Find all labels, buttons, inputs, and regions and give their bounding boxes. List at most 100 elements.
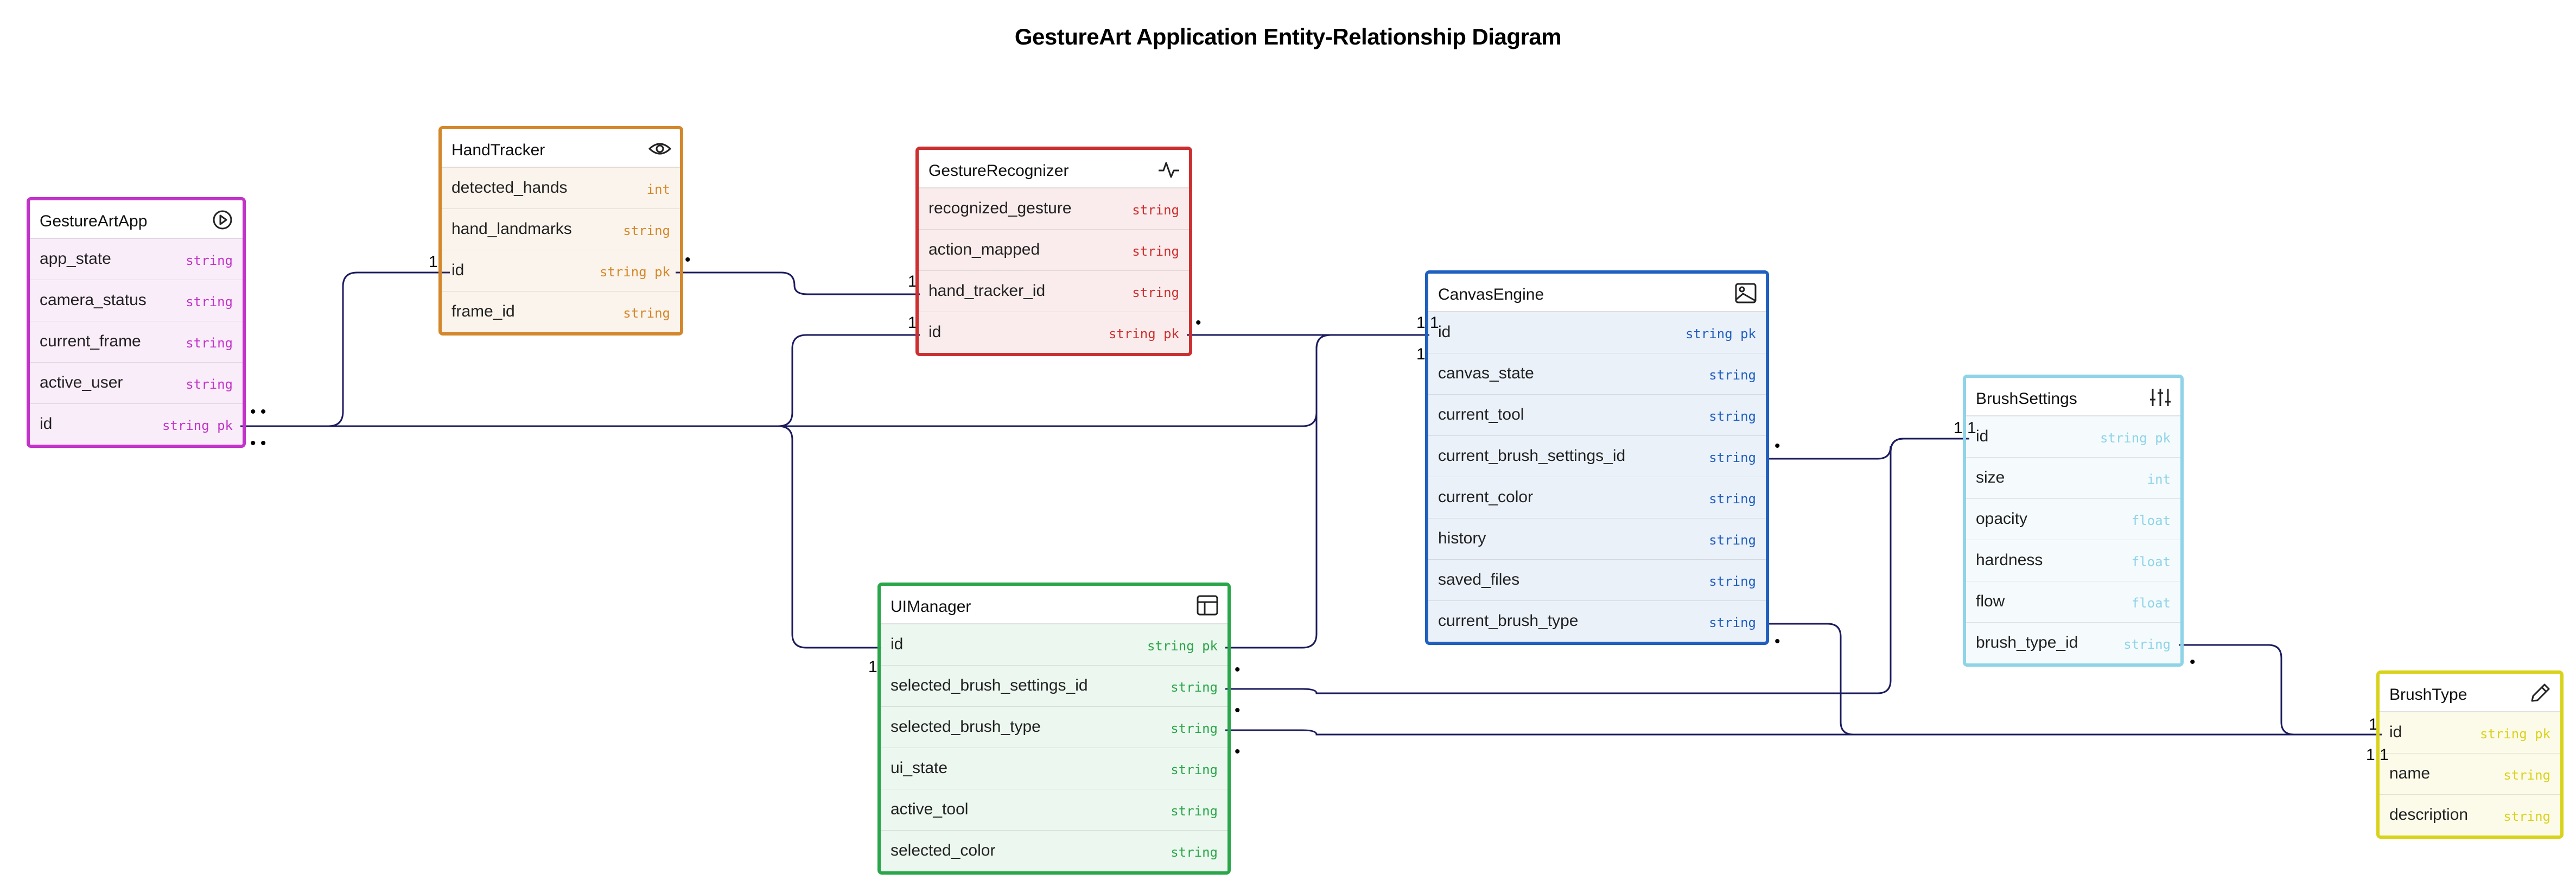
diagram-title: GestureArt Application Entity-Relationsh… [1014, 24, 1562, 49]
field-name: selected_brush_settings_id [891, 676, 1088, 694]
field-row[interactable]: current_brush_settings_id string [1428, 435, 1766, 477]
field-name: current_brush_settings_id [1438, 447, 1626, 465]
field-name: detected_hands [451, 179, 568, 197]
link-canvas-brushtype [1766, 623, 1854, 736]
field-name: description [2389, 806, 2469, 824]
field-type: string [1171, 680, 1218, 695]
eye-icon [648, 143, 671, 155]
field-name: active_tool [891, 800, 969, 818]
card-recognizer-many: • [1195, 314, 1201, 332]
entity-header: GestureArtApp [30, 200, 243, 238]
field-type: string pk [1147, 638, 1218, 654]
field-name: id [928, 323, 942, 341]
field-type: string [1709, 491, 1756, 507]
link-canvas-brushsettings [1766, 438, 1969, 460]
field-row[interactable]: description string [2380, 794, 2560, 836]
field-row[interactable]: selected_brush_settings_id string [881, 665, 1227, 706]
field-type: string [1709, 533, 1756, 548]
link-app-handtracker [240, 271, 450, 427]
field-row[interactable]: saved_files string [1428, 559, 1766, 600]
field-type: string pk [1108, 326, 1179, 341]
field-type: string [186, 253, 233, 268]
layout-icon [1197, 595, 1218, 616]
entity-name: CanvasEngine [1438, 286, 1544, 303]
field-row[interactable]: id string pk [881, 624, 1227, 665]
field-type: string [1709, 450, 1756, 465]
field-type: string pk [2100, 431, 2171, 446]
field-name: saved_files [1438, 571, 1520, 588]
field-type: float [2131, 554, 2171, 569]
field-type: string pk [1685, 326, 1756, 341]
field-name: current_brush_type [1438, 612, 1579, 630]
link-handtracker-recognizer [676, 271, 920, 295]
field-type: string [2503, 768, 2550, 783]
field-row[interactable]: id string pk [919, 312, 1189, 353]
field-row[interactable]: brush_type_id string [1966, 622, 2180, 663]
field-type: string [623, 223, 670, 238]
field-name: opacity [1976, 510, 2028, 528]
field-row[interactable]: current_brush_type string [1428, 600, 1766, 642]
field-type: string [1709, 409, 1756, 424]
card-handtracker-one: 1 [429, 253, 438, 271]
entity-header: CanvasEngine [1428, 274, 1766, 312]
field-row[interactable]: frame_id string [442, 291, 680, 332]
card-uimanager-many-a: • [1235, 661, 1241, 679]
field-type: string [2123, 637, 2171, 652]
field-name: id [891, 635, 904, 653]
entity-name: GestureRecognizer [928, 162, 1069, 180]
field-type: string [1709, 615, 1756, 630]
field-type: string [2503, 809, 2550, 824]
card-canvas-one-b: 1 [1416, 345, 1426, 363]
field-type: string [1132, 285, 1179, 300]
field-type: string [186, 377, 233, 392]
field-name: hand_tracker_id [928, 282, 1046, 300]
field-name: id [2389, 723, 2402, 741]
field-name: id [451, 261, 465, 279]
card-recognizer-one-b: 1 [908, 314, 917, 332]
field-name: camera_status [40, 291, 147, 309]
field-name: selected_brush_type [891, 718, 1041, 736]
field-row[interactable]: hand_tracker_id string [919, 270, 1189, 312]
field-name: frame_id [451, 302, 515, 320]
field-name: brush_type_id [1976, 634, 2078, 651]
field-name: recognized_gesture [928, 199, 1072, 217]
card-canvas-many-a: • [1774, 437, 1780, 455]
field-name: current_frame [40, 332, 141, 350]
field-type: string [1709, 574, 1756, 589]
field-type: string [623, 306, 670, 321]
